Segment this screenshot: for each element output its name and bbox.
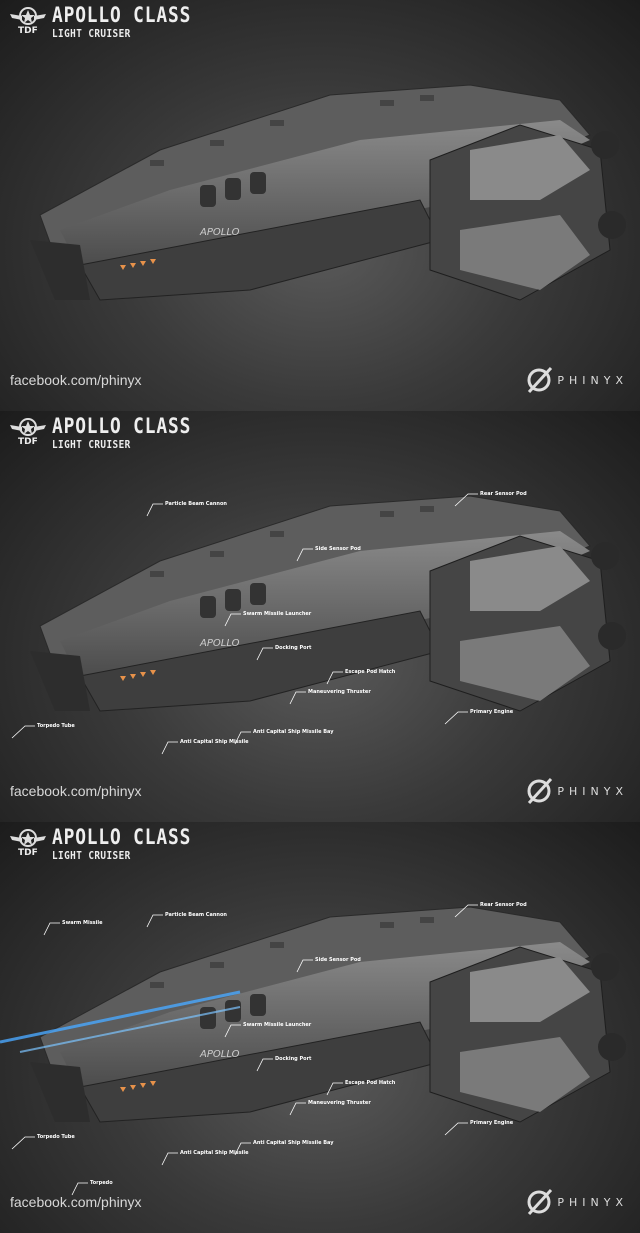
callout-label: Particle Beam Cannon	[165, 912, 227, 918]
callout-label: Swarm Missile Launcher	[243, 611, 312, 617]
callout-label: Docking Port	[275, 1056, 312, 1062]
ship-illustration: APOLLO	[0, 411, 640, 822]
brand-text: PHINYX	[557, 1195, 628, 1209]
callout-label: Anti Capital Ship Missile	[180, 739, 249, 745]
callout-label: Escape Pod Hatch	[345, 1080, 396, 1086]
callout-label: Torpedo Tube	[37, 1134, 75, 1140]
tdf-emblem-text: TDF	[18, 437, 38, 447]
beam-shots	[0, 990, 241, 1053]
callout-label: Primary Engine	[470, 709, 514, 715]
callout-label: Rear Sensor Pod	[480, 491, 527, 497]
facebook-link[interactable]: facebook.com/phinyx	[10, 783, 142, 799]
callout-label: Side Sensor Pod	[315, 546, 361, 552]
callout-label: Escape Pod Hatch	[345, 669, 396, 675]
callout-label: Primary Engine	[470, 1120, 514, 1126]
ship-illustration: APOLLO	[0, 822, 640, 1233]
ship-type-subtitle: LIGHT CRUISER	[52, 849, 131, 862]
hull-name: APOLLO	[199, 638, 240, 649]
callout-label: Swarm Missile Launcher	[243, 1022, 312, 1028]
phinyx-logo-icon	[525, 1188, 555, 1216]
brand-text: PHINYX	[557, 784, 628, 798]
callout-label: Torpedo	[90, 1180, 113, 1186]
callout-label: Anti Capital Ship Missile Bay	[253, 1140, 334, 1146]
callout-label: Particle Beam Cannon	[165, 501, 227, 507]
callout-label: Anti Capital Ship Missile	[180, 1150, 249, 1156]
callout-label: Side Sensor Pod	[315, 957, 361, 963]
brand-text: PHINYX	[557, 373, 628, 387]
callout-label: Maneuvering Thruster	[308, 689, 371, 695]
tdf-emblem-text: TDF	[18, 848, 38, 858]
phinyx-logo-icon	[525, 366, 555, 394]
facebook-link[interactable]: facebook.com/phinyx	[10, 372, 142, 388]
ship-illustration: APOLLO	[0, 0, 640, 411]
hull-name: APOLLO	[199, 227, 240, 238]
ship-type-subtitle: LIGHT CRUISER	[52, 438, 131, 451]
hull-name: APOLLO	[199, 1049, 240, 1060]
facebook-link[interactable]: facebook.com/phinyx	[10, 1194, 142, 1210]
brand-logo: PHINYX	[525, 1188, 628, 1216]
brand-logo: PHINYX	[525, 366, 628, 394]
callout-label: Docking Port	[275, 645, 312, 651]
callout-label: Maneuvering Thruster	[308, 1100, 371, 1106]
ship-class-title: APOLLO CLASS	[52, 414, 192, 438]
tdf-emblem-text: TDF	[18, 26, 38, 36]
ship-class-title: APOLLO CLASS	[52, 825, 192, 849]
callout-label: Torpedo Tube	[37, 723, 75, 729]
ship-type-subtitle: LIGHT CRUISER	[52, 27, 131, 40]
callout-label: Rear Sensor Pod	[480, 902, 527, 908]
phinyx-logo-icon	[525, 777, 555, 805]
ship-class-title: APOLLO CLASS	[52, 3, 192, 27]
brand-logo: PHINYX	[525, 777, 628, 805]
callout-label: Anti Capital Ship Missile Bay	[253, 729, 334, 735]
callout-label: Swarm Missile	[62, 920, 103, 926]
